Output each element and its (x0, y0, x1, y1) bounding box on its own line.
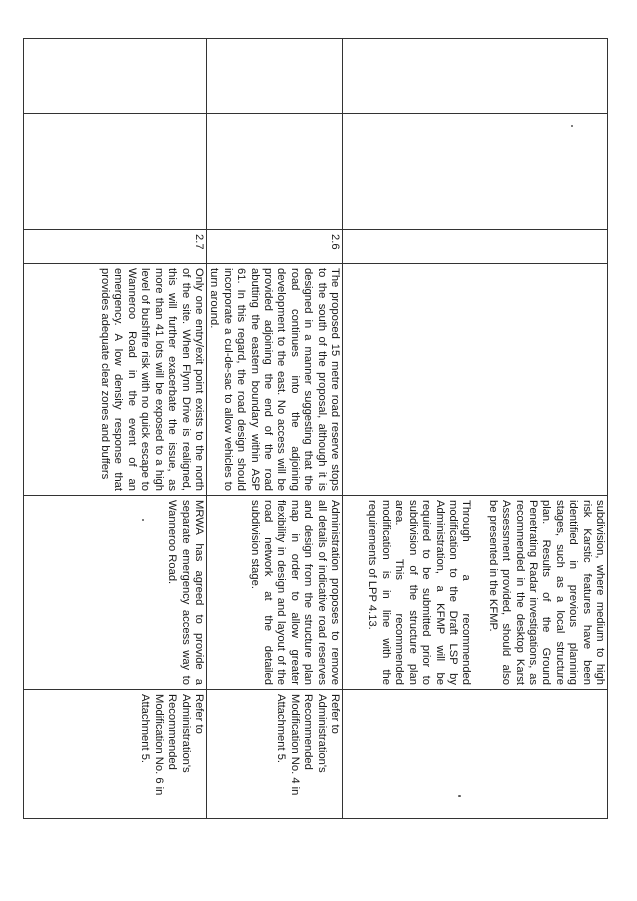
blank-cell (206, 113, 343, 230)
response-cell: Administration proposes to remove all de… (206, 495, 343, 690)
blank-cell (23, 113, 207, 230)
recommendation-text: Refer to Administration's Recommended Mo… (23, 689, 207, 819)
submission-text (342, 263, 608, 496)
blank-cell (206, 38, 343, 114)
scan-speck (571, 125, 573, 127)
submissions-table: subdivision, where medium to high risk K… (23, 38, 608, 819)
response-paragraph: Administration proposes to remove all de… (248, 500, 341, 685)
table-row: 2.6 The proposed 15 metre road reserve s… (206, 38, 343, 819)
row-number (342, 229, 608, 264)
response-paragraph: subdivision, where medium to high risk K… (486, 500, 606, 685)
submission-text: The proposed 15 metre road reserve stops… (206, 263, 343, 496)
blank-cell (342, 113, 608, 230)
rotated-page: subdivision, where medium to high risk K… (23, 38, 608, 819)
scan-speck (142, 519, 144, 521)
response-paragraph: MRWA has agreed to provide a separate em… (166, 500, 205, 685)
submission-text: Only one entry/exit point exists to the … (23, 263, 207, 496)
table-row: 2.7 Only one entry/exit point exists to … (23, 38, 207, 819)
blank-cell (342, 38, 608, 114)
row-number: 2.6 (206, 229, 343, 264)
recommendation-text (342, 689, 608, 819)
table-row: subdivision, where medium to high risk K… (342, 38, 608, 819)
recommendation-text: Refer to Administration's Recommended Mo… (206, 689, 343, 819)
scan-speck (458, 795, 461, 797)
response-cell: MRWA has agreed to provide a separate em… (23, 495, 207, 690)
response-paragraph: Through a recommended modification to th… (366, 500, 473, 685)
blank-cell (23, 38, 207, 114)
row-number: 2.7 (23, 229, 207, 264)
response-cell: subdivision, where medium to high risk K… (342, 495, 608, 690)
